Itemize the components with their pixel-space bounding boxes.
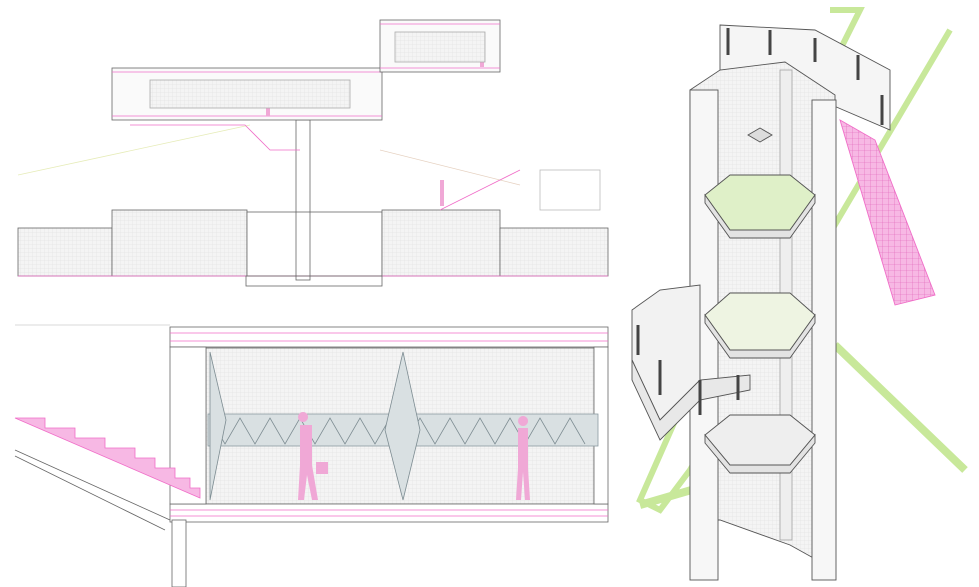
elevation-drawing bbox=[17, 19, 609, 287]
tower-axonometric bbox=[631, 7, 968, 581]
column-cap bbox=[747, 127, 773, 143]
truss-node bbox=[209, 351, 227, 501]
human-figure bbox=[440, 180, 444, 206]
wall-segment bbox=[17, 227, 113, 277]
wall-segment bbox=[111, 209, 248, 277]
human-figure bbox=[516, 416, 530, 500]
exterior-stair bbox=[839, 119, 936, 306]
platform-1 bbox=[704, 174, 816, 239]
bag bbox=[316, 462, 328, 474]
tower-column bbox=[811, 99, 837, 581]
ground-line bbox=[17, 124, 251, 176]
platform-3 bbox=[704, 414, 816, 474]
platform-2 bbox=[704, 292, 816, 359]
wall-segment bbox=[499, 227, 609, 277]
truss-node bbox=[384, 351, 421, 501]
bridge-section-drawing bbox=[14, 324, 609, 587]
staircase bbox=[14, 417, 201, 531]
human-figure bbox=[298, 412, 318, 500]
wall-segment bbox=[381, 209, 501, 277]
